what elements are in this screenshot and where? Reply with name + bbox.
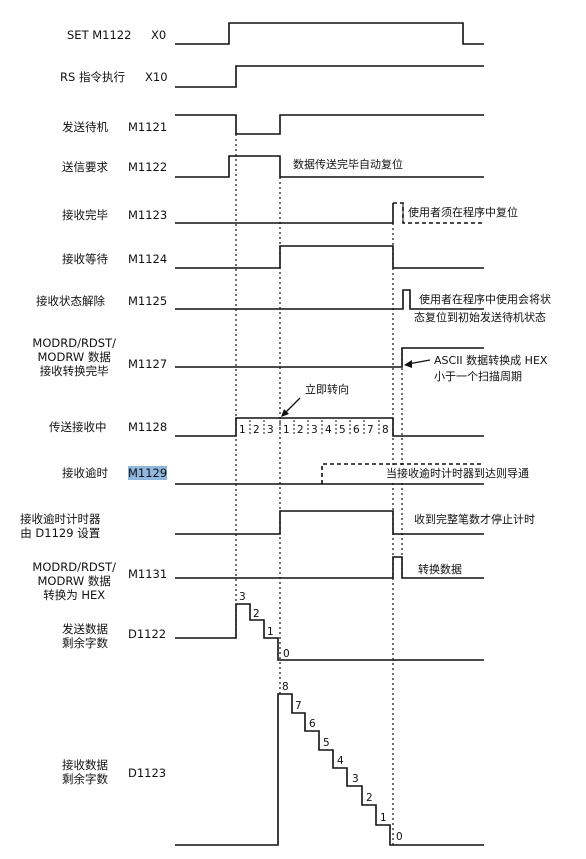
label-m1122: 送信要求 bbox=[62, 160, 108, 174]
m1128-count-label: 2 bbox=[297, 424, 304, 436]
wave-m1129-dashed bbox=[321, 463, 484, 484]
label-x0: SET M1122 bbox=[67, 28, 132, 42]
d1123-step-label: 2 bbox=[366, 792, 373, 804]
d1122-step-label: 0 bbox=[283, 648, 290, 660]
device-x0: X0 bbox=[151, 28, 167, 42]
m1128-count-label: 3 bbox=[311, 424, 318, 436]
d1123-step-label: 1 bbox=[380, 812, 387, 824]
note-ascii-2: 小于一个扫描周期 bbox=[434, 369, 522, 384]
d1123-step-label: 5 bbox=[323, 737, 330, 749]
d1123-step-label: 8 bbox=[282, 681, 289, 693]
m1128-count-label: 7 bbox=[367, 424, 374, 436]
note-immediate: 立即转向 bbox=[305, 383, 349, 396]
note-ascii-1: ASCII 数据转换成 HEX bbox=[434, 353, 548, 368]
note-user-state-2: 态复位到初始发送待机状态 bbox=[414, 310, 546, 325]
note-user-reset: 使用者须在程序中复位 bbox=[408, 205, 518, 220]
m1128-count-label: 6 bbox=[353, 424, 360, 436]
m1128-count-label: 4 bbox=[325, 424, 332, 436]
wave-d1123 bbox=[175, 693, 484, 846]
label-m1125: 接收状态解除 bbox=[36, 294, 105, 308]
m1128-count-label: 2 bbox=[253, 424, 260, 436]
device-m1124: M1124 bbox=[128, 252, 168, 266]
wave-m1121 bbox=[175, 114, 484, 135]
m1128-count-label: 1 bbox=[283, 424, 290, 436]
label-m1121: 发送待机 bbox=[62, 120, 108, 134]
device-m1131: M1131 bbox=[128, 567, 168, 581]
label-m1128: 传送接收中 bbox=[49, 420, 107, 434]
m1128-count-label: 8 bbox=[382, 424, 389, 436]
device-m1121: M1121 bbox=[128, 120, 168, 134]
d1123-step-label: 6 bbox=[309, 718, 316, 730]
m1128-count-label: 1 bbox=[239, 424, 246, 436]
label-m1129: 接收逾时 bbox=[62, 466, 108, 480]
wave-m1131 bbox=[175, 556, 484, 579]
m1128-count-label: 3 bbox=[267, 424, 274, 436]
d1123-step-label: 7 bbox=[295, 700, 302, 712]
device-d1122: D1122 bbox=[128, 627, 167, 641]
label-m1127: MODRD/RDST/ MODRW 数据 接收转换完毕 bbox=[32, 336, 116, 378]
wave-m1123-dashed bbox=[393, 202, 484, 224]
device-m1125: M1125 bbox=[128, 294, 168, 308]
wave-d1122 bbox=[175, 603, 484, 661]
wave-m1122 bbox=[175, 155, 484, 178]
note-convert: 转换数据 bbox=[418, 562, 462, 577]
d1123-step-label: 0 bbox=[396, 831, 403, 843]
wave-x10 bbox=[175, 65, 484, 88]
device-m1128: M1128 bbox=[128, 420, 168, 434]
device-m1123: M1123 bbox=[128, 208, 168, 222]
label-m1131: MODRD/RDST/ MODRW 数据 转换为 HEX bbox=[32, 560, 116, 602]
wave-m1128 bbox=[175, 417, 484, 437]
wave-d1129 bbox=[175, 510, 484, 535]
device-m1127: M1127 bbox=[128, 357, 168, 371]
wave-m1127 bbox=[175, 347, 484, 368]
label-d1129-timer: 接收逾时计时器 由 D1129 设置 bbox=[20, 512, 101, 540]
d1122-step-label: 3 bbox=[239, 591, 246, 603]
wave-x0 bbox=[175, 22, 484, 45]
device-m1129[interactable]: M1129 bbox=[128, 466, 168, 480]
d1122-step-label: 1 bbox=[267, 626, 274, 638]
arrow-immediate-head bbox=[281, 409, 289, 417]
d1123-step-label: 3 bbox=[352, 773, 359, 785]
wave-m1123 bbox=[175, 203, 394, 224]
note-user-state-1: 使用者在程序中使用会将状 bbox=[419, 292, 551, 307]
label-x10: RS 指令执行 bbox=[60, 70, 125, 84]
m1128-count-label: 5 bbox=[339, 424, 346, 436]
label-d1123: 接收数据 剩余字数 bbox=[62, 758, 108, 786]
wave-m1124 bbox=[175, 245, 484, 269]
note-timeout: 当接收逾时计时器到达则导通 bbox=[386, 466, 529, 481]
label-m1124: 接收等待 bbox=[62, 252, 108, 266]
d1123-step-label: 4 bbox=[337, 755, 344, 767]
wave-m1125 bbox=[175, 289, 484, 310]
device-x10: X10 bbox=[145, 70, 168, 84]
device-m1122: M1122 bbox=[128, 160, 168, 174]
d1122-step-label: 2 bbox=[253, 608, 260, 620]
note-auto-reset: 数据传送完毕自动复位 bbox=[293, 157, 403, 172]
label-m1123: 接收完毕 bbox=[62, 208, 108, 222]
arrow-ascii-head bbox=[404, 360, 412, 368]
note-stop-timer: 收到完整笔数才停止计时 bbox=[414, 512, 535, 527]
label-d1122: 发送数据 剩余字数 bbox=[62, 622, 108, 650]
device-d1123: D1123 bbox=[128, 766, 167, 780]
